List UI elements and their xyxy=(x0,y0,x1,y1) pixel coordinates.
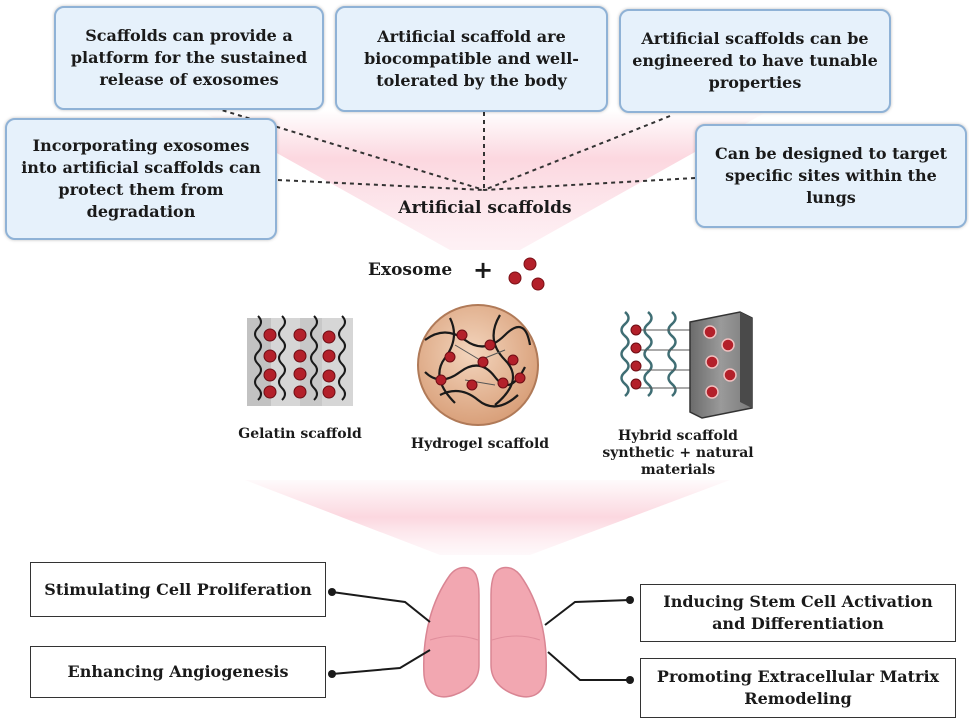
benefit-sustained-release-text: Scaffolds can provide a platform for the… xyxy=(70,26,308,89)
lungs-icon xyxy=(422,566,548,698)
hybrid-label-line3: materials xyxy=(640,462,716,478)
effect-ecm-text: Promoting Extracellular Matrix Remodelin… xyxy=(656,667,940,708)
hybrid-label-line2: synthetic + natural xyxy=(602,445,754,461)
effect-angiogenesis: Enhancing Angiogenesis xyxy=(30,646,326,698)
benefit-tunable-text: Artificial scaffolds can be engineered t… xyxy=(632,29,878,92)
effect-connectors xyxy=(331,591,631,681)
effect-ecm: Promoting Extracellular Matrix Remodelin… xyxy=(640,658,956,718)
benefit-protect-text: Incorporating exosomes into artificial s… xyxy=(21,136,261,221)
hybrid-label-line1: Hybrid scaffold xyxy=(618,428,738,444)
effect-stem-cell-text: Inducing Stem Cell Activation and Differ… xyxy=(663,592,933,633)
connector-dots xyxy=(328,588,634,684)
dotted-connectors xyxy=(214,107,696,191)
plus-sign: + xyxy=(473,256,494,284)
benefit-target-text: Can be designed to target specific sites… xyxy=(714,144,948,207)
hybrid-scaffold-icon xyxy=(620,311,753,419)
gelatin-scaffold-label: Gelatin scaffold xyxy=(238,426,362,442)
exosome-dots-icon xyxy=(508,257,545,291)
effect-proliferation-text: Stimulating Cell Proliferation xyxy=(44,579,312,599)
lower-funnel xyxy=(245,480,730,555)
benefit-target: Can be designed to target specific sites… xyxy=(695,124,967,228)
benefit-protect: Incorporating exosomes into artificial s… xyxy=(5,118,277,240)
effect-angiogenesis-text: Enhancing Angiogenesis xyxy=(67,662,289,681)
exosome-label: Exosome xyxy=(368,260,453,280)
hydrogel-scaffold-icon xyxy=(417,304,539,426)
effect-proliferation: Stimulating Cell Proliferation xyxy=(30,562,326,617)
gelatin-scaffold-icon xyxy=(247,315,353,406)
artificial-scaffolds-title: Artificial scaffolds xyxy=(398,198,572,218)
hydrogel-scaffold-label: Hydrogel scaffold xyxy=(410,436,550,452)
benefit-tunable: Artificial scaffolds can be engineered t… xyxy=(619,9,891,113)
hybrid-scaffold-label: Hybrid scaffold synthetic + natural mate… xyxy=(593,428,763,479)
benefit-biocompatible-text: Artificial scaffold are biocompatible an… xyxy=(364,27,579,90)
benefit-sustained-release: Scaffolds can provide a platform for the… xyxy=(54,6,324,110)
effect-stem-cell: Inducing Stem Cell Activation and Differ… xyxy=(640,584,956,642)
benefit-biocompatible: Artificial scaffold are biocompatible an… xyxy=(335,6,608,112)
